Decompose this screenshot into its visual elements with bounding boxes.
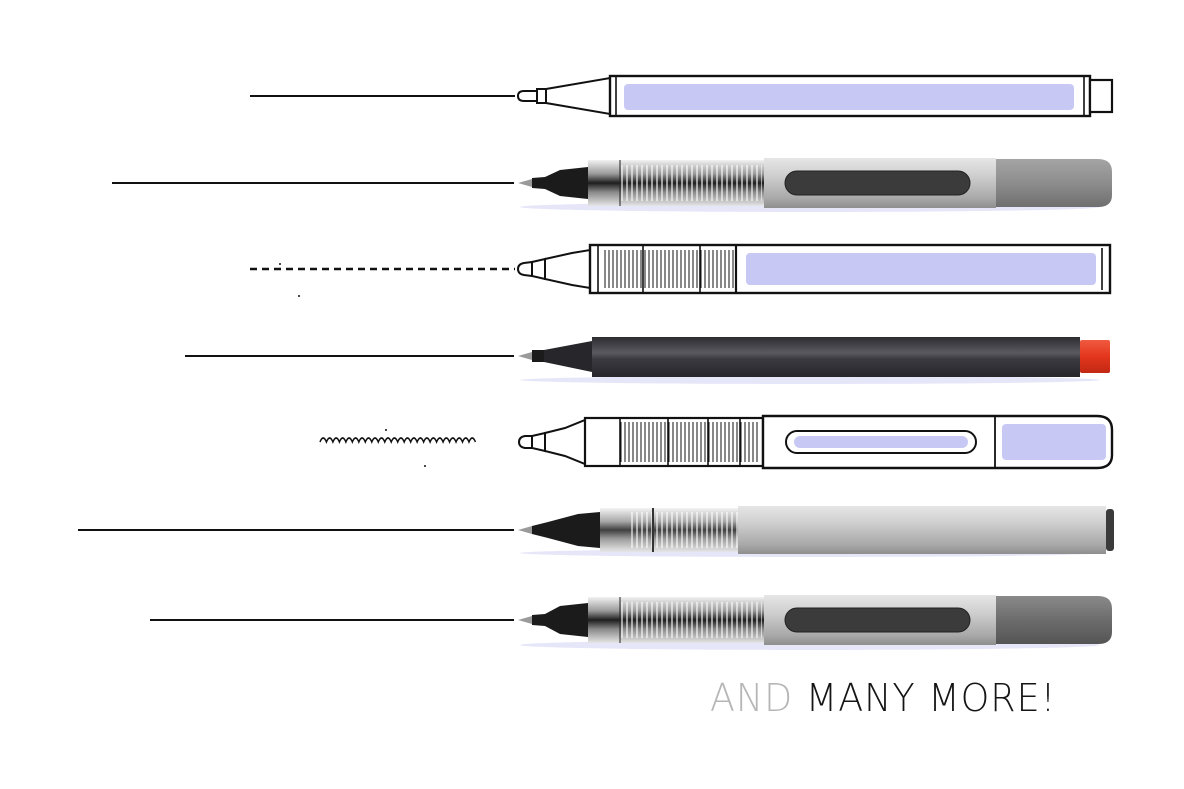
sketch-fill bbox=[746, 253, 1096, 285]
pen-black-fineliner-red-cap bbox=[185, 337, 1110, 384]
sketch-fill bbox=[1002, 424, 1106, 460]
pen-sketch-fineliner bbox=[250, 74, 1114, 118]
stroke-loop-line bbox=[319, 437, 477, 445]
sketch-fill bbox=[624, 84, 1074, 110]
tagline: AND MANY MORE! bbox=[710, 676, 1056, 720]
pen-sketch-grip-fineliner bbox=[250, 243, 1112, 297]
tagline-many-more: MANY MORE! bbox=[805, 676, 1057, 720]
pen-sketch-window-pen bbox=[319, 414, 1114, 470]
tagline-and: AND bbox=[710, 676, 794, 720]
pen-rollerball-silver-gray bbox=[112, 158, 1112, 212]
pen-rollerball-silver bbox=[78, 506, 1114, 557]
pen-rollerball-silver-darkgray bbox=[150, 595, 1112, 650]
